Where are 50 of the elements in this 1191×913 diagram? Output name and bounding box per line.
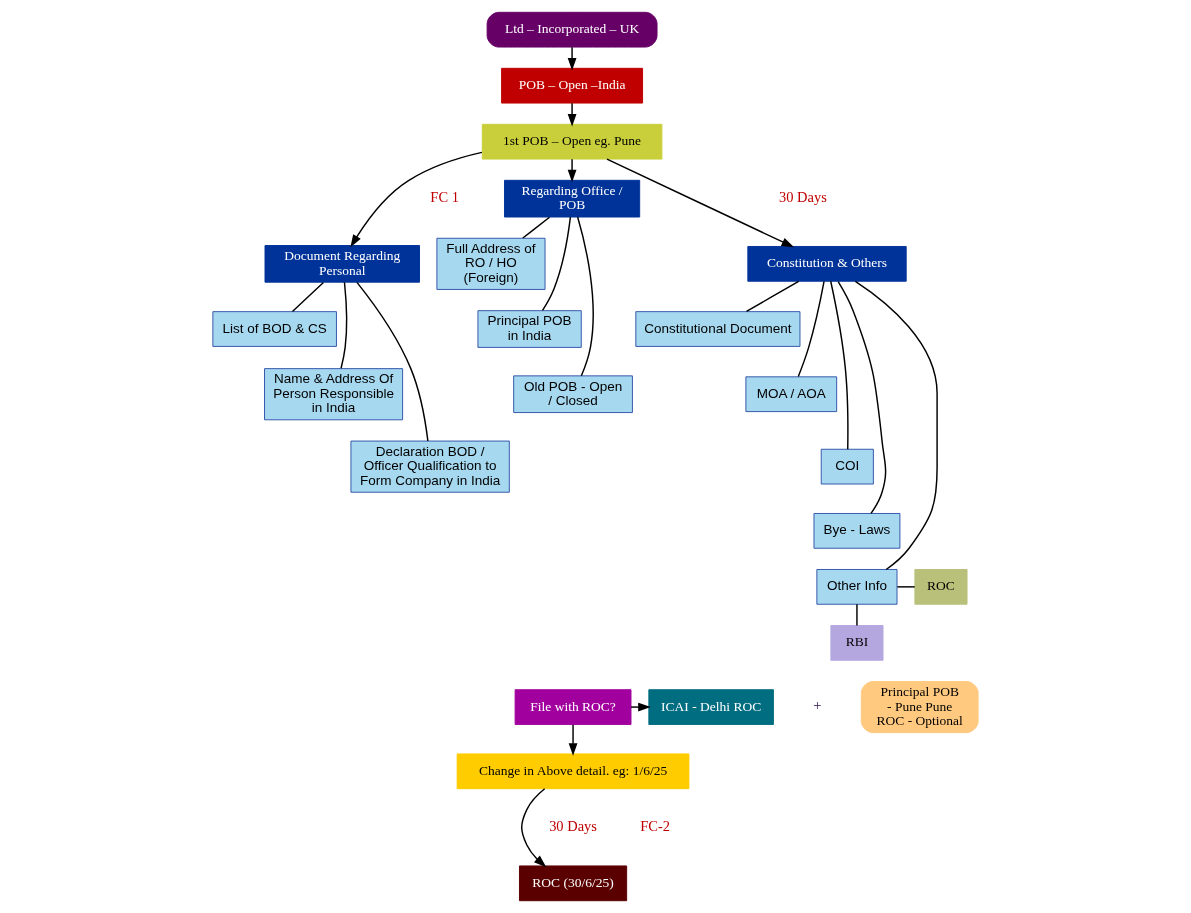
label: 30 Days [549, 817, 597, 834]
connector [896, 586, 916, 588]
connector [837, 280, 887, 515]
connector [576, 216, 594, 377]
arrow [630, 702, 651, 712]
node-box: Constitution & Others [747, 246, 907, 282]
label: FC-2 [640, 817, 670, 834]
node-box: List of BOD & CS [212, 311, 337, 347]
connector [541, 216, 572, 312]
node-box: RBI [830, 625, 884, 661]
label: FC 1 [430, 189, 459, 206]
arrow [568, 724, 578, 756]
arrow [521, 788, 547, 868]
connector [856, 603, 858, 627]
node-box: Other Info [816, 569, 898, 605]
arrow [606, 158, 795, 248]
connector [854, 280, 938, 571]
node-box: Declaration BOD / Officer Qualification to Form Company in India [350, 440, 510, 493]
node-box: POB – Open –India [501, 67, 644, 104]
node-box: Full Address of RO / HO (Foreign) [436, 237, 546, 290]
connector [340, 281, 348, 369]
connector [291, 281, 325, 313]
node-box: Principal POB in India [477, 310, 582, 348]
node-box: File with ROC? [514, 689, 632, 725]
connector [356, 281, 429, 442]
node-box: Regarding Office / POB [504, 179, 641, 218]
connector [797, 280, 825, 378]
node-box: Bye - Laws [813, 513, 901, 549]
node-box: Principal POB - Pune Pune ROC - Optional [860, 681, 979, 734]
node-box: ROC [914, 569, 968, 605]
arrow [350, 151, 483, 248]
label: + [813, 697, 822, 714]
node-box: Old POB - Open / Closed [513, 375, 633, 414]
arrow [567, 46, 577, 71]
connector [745, 280, 800, 313]
node-box: MOA / AOA [745, 376, 838, 413]
node-box: Change in Above detail. eg: 1/6/25 [456, 753, 690, 790]
node-box: COI [820, 448, 874, 485]
node-box: Ltd – Incorporated – UK [486, 11, 658, 48]
node-box: Document Regarding Personal [264, 245, 420, 283]
node-box: ROC (30/6/25) [518, 865, 628, 902]
arrow [567, 102, 577, 127]
node-box: ICAI - Delhi ROC [648, 689, 774, 725]
node-box: 1st POB – Open eg. Pune [481, 123, 663, 160]
connector [522, 216, 551, 239]
node-box: Constitutional Document [635, 311, 801, 347]
label: 30 Days [778, 189, 827, 206]
arrow [567, 158, 577, 183]
node-box: Name & Address Of Person Responsible in India [264, 368, 404, 421]
connector [830, 280, 849, 450]
